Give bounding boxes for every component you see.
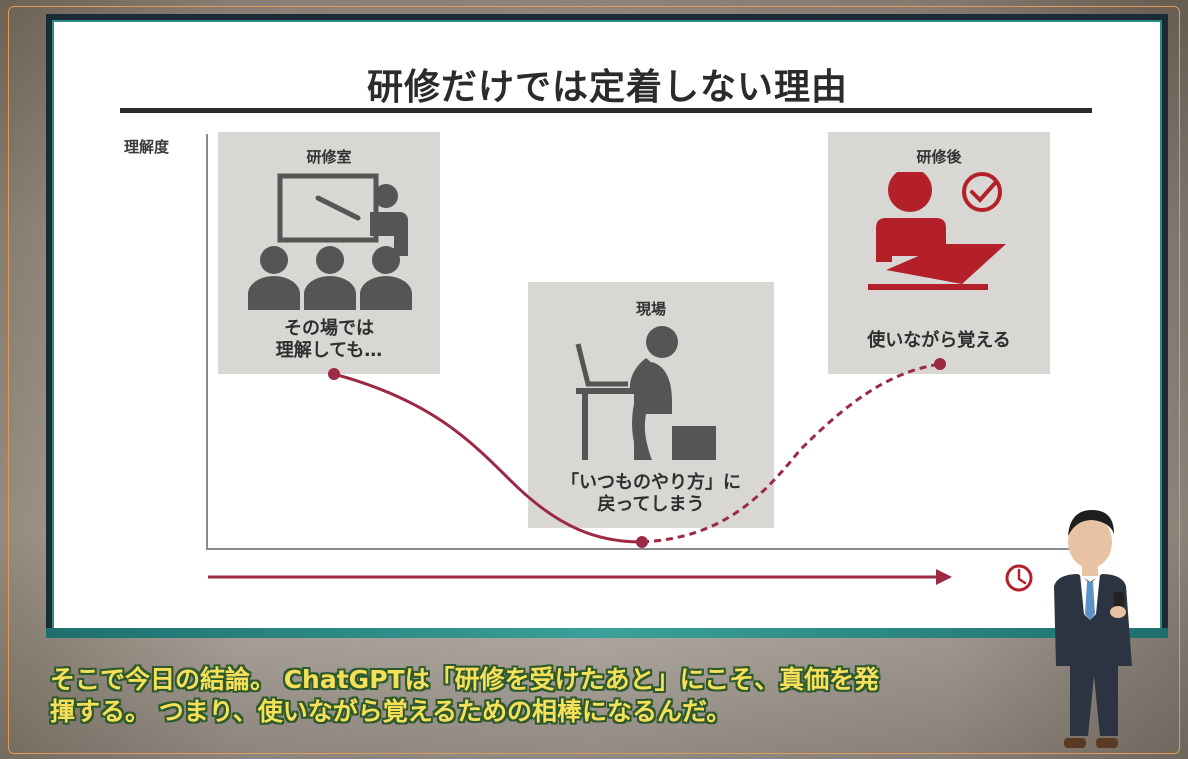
card-training-room: 研修室 その場では 理解しても… <box>218 132 440 374</box>
title-underline <box>120 108 1092 113</box>
card-caption: その場では 理解しても… <box>275 318 383 361</box>
subtitle-caption: そこで今日の結論。 ChatGPTは「研修を受けたあと」にこそ、真価を発 揮する… <box>50 664 1030 728</box>
y-axis <box>206 134 208 550</box>
laptop-user-check-icon <box>868 172 1006 290</box>
subtitle-line-2: 揮する。 つまり、使いながら覚えるための相棒になるんだ。 <box>50 697 732 726</box>
curve-point-end <box>934 358 946 370</box>
presenter-avatar <box>1054 510 1132 748</box>
card-workplace: 現場 「いつものやり方」に 戻ってしまう <box>528 282 774 528</box>
card-after-training: 研修後 使いながら覚える <box>828 132 1050 374</box>
clock-icon <box>1005 564 1033 592</box>
x-axis <box>206 548 1076 550</box>
video-frame <box>8 6 1180 754</box>
curve-point-low <box>636 536 648 548</box>
card-caption: 「いつものやり方」に 戻ってしまう <box>561 472 741 515</box>
subtitle-line-1: そこで今日の結論。 ChatGPTは「研修を受けたあと」にこそ、真価を発 <box>50 665 880 694</box>
frustrated-worker-icon <box>575 326 716 460</box>
decline-curve <box>333 372 643 544</box>
time-arrow-head <box>936 569 952 585</box>
card-title: 現場 <box>635 300 666 318</box>
curve-point-start <box>328 368 340 380</box>
slide-title: 研修だけでは定着しない理由 <box>366 67 848 108</box>
slide-bottom-border <box>46 628 1168 638</box>
y-axis-label: 理解度 <box>124 138 170 156</box>
card-title: 研修室 <box>306 148 352 166</box>
recovery-curve <box>641 362 941 544</box>
card-caption: 使いながら覚える <box>867 330 1011 351</box>
classroom-icon <box>248 173 412 310</box>
card-title: 研修後 <box>916 148 962 166</box>
